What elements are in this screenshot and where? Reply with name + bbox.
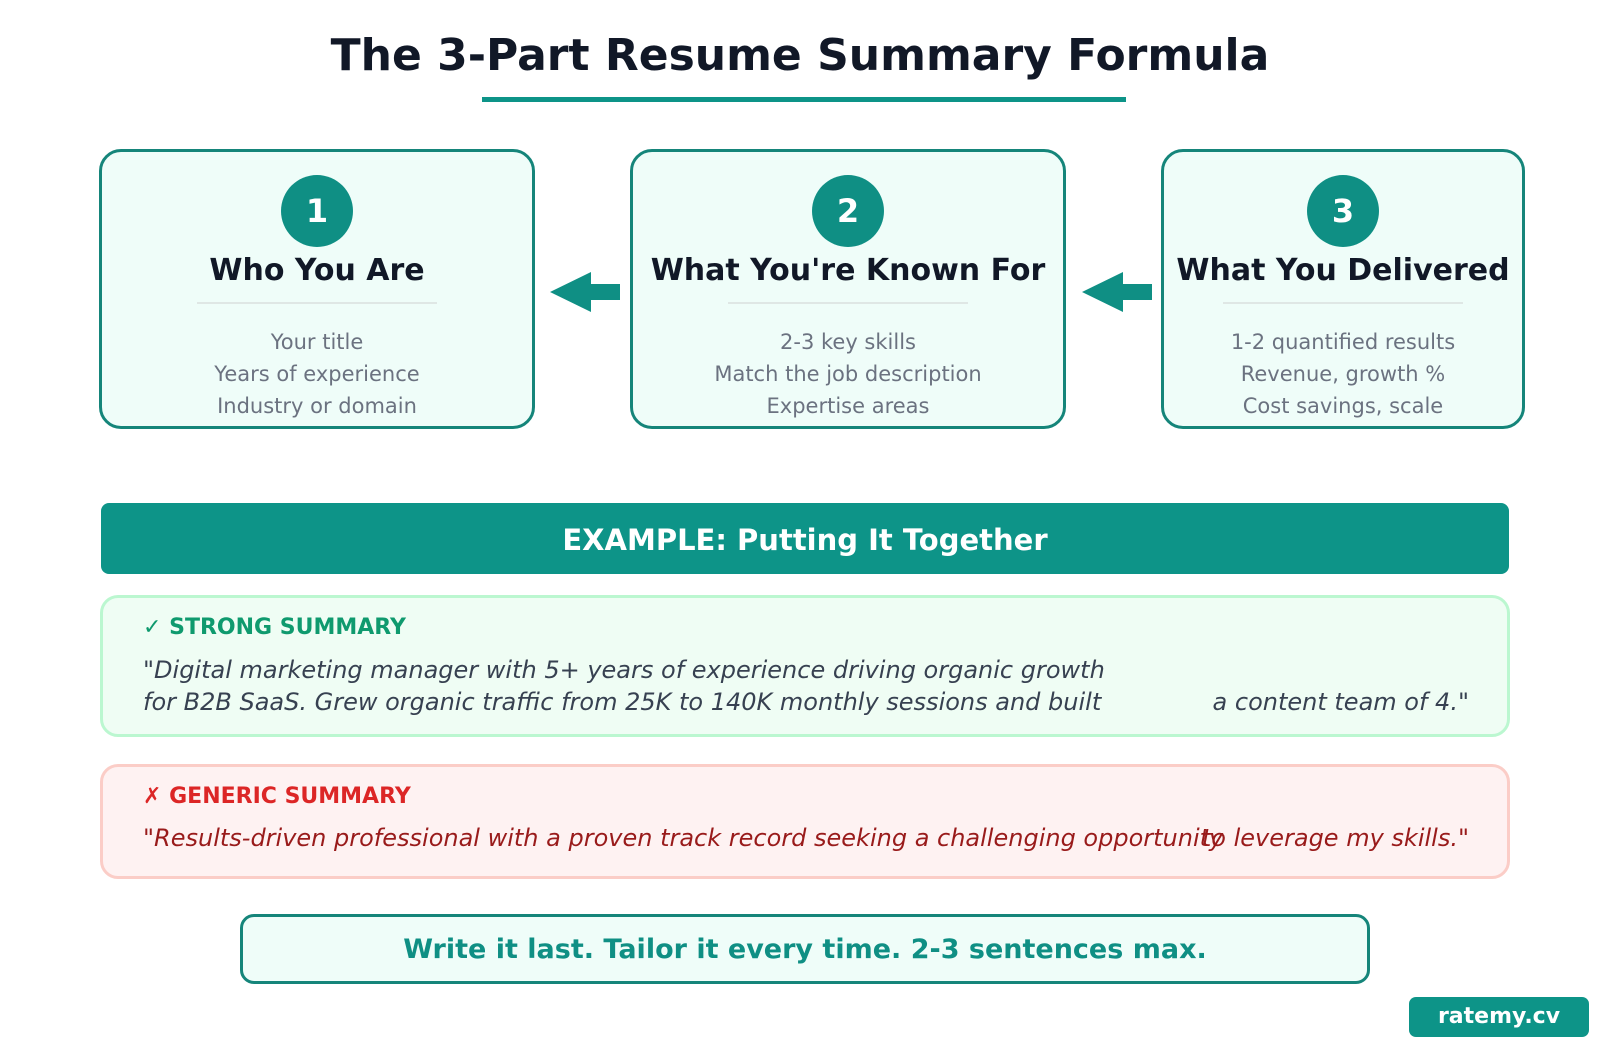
- strong-summary-title: STRONG SUMMARY: [169, 615, 406, 640]
- example-heading: EXAMPLE: Putting It Together: [101, 503, 1509, 574]
- step-number-badge: 3: [1307, 175, 1379, 247]
- step-divider: [197, 302, 437, 304]
- step-detail: Revenue, growth %: [1240, 362, 1446, 386]
- generic-summary-box: ✗ GENERIC SUMMARY "Results-driven profes…: [100, 764, 1510, 879]
- strong-summary-text: for B2B SaaS. Grew organic traffic from …: [143, 688, 1102, 716]
- check-icon: ✓: [143, 615, 162, 640]
- step-details: Your title Years of experience Industry …: [102, 326, 532, 422]
- strong-summary-label: ✓ STRONG SUMMARY: [143, 615, 406, 640]
- arrow-left-icon: [550, 272, 620, 312]
- step-divider: [728, 302, 968, 304]
- step-detail: Expertise areas: [766, 394, 930, 418]
- generic-summary-title: GENERIC SUMMARY: [169, 784, 411, 809]
- step-detail: Years of experience: [214, 362, 420, 386]
- cross-icon: ✗: [143, 784, 162, 809]
- step-title: What You're Known For: [650, 253, 1046, 288]
- tip-banner: Write it last. Tailor it every time. 2-3…: [240, 914, 1370, 984]
- page-title: The 3-Part Resume Summary Formula: [330, 30, 1270, 81]
- strong-summary-box: ✓ STRONG SUMMARY "Digital marketing mana…: [100, 595, 1510, 737]
- arrow-left-icon: [1082, 272, 1152, 312]
- step-detail: 2-3 key skills: [780, 330, 916, 354]
- step-card-what-you-delivered: 3 What You Delivered 1-2 quantified resu…: [1161, 149, 1525, 429]
- step-title: Who You Are: [209, 253, 425, 288]
- step-card-what-youre-known-for: 2 What You're Known For 2-3 key skills M…: [630, 149, 1066, 429]
- step-number-badge: 2: [812, 175, 884, 247]
- strong-summary-text: a content team of 4.": [1212, 688, 1469, 716]
- step-divider: [1223, 302, 1463, 304]
- step-detail: Match the job description: [714, 362, 982, 386]
- brand-badge: ratemy.cv: [1409, 997, 1589, 1037]
- step-details: 2-3 key skills Match the job description…: [633, 326, 1063, 422]
- title-underline: [482, 97, 1126, 102]
- step-detail: Your title: [270, 330, 364, 354]
- step-number-badge: 1: [281, 175, 353, 247]
- step-detail: Industry or domain: [217, 394, 417, 418]
- step-detail: 1-2 quantified results: [1230, 330, 1456, 354]
- step-details: 1-2 quantified results Revenue, growth %…: [1164, 326, 1522, 422]
- step-title: What You Delivered: [1176, 253, 1510, 288]
- step-card-who-you-are: 1 Who You Are Your title Years of experi…: [99, 149, 535, 429]
- generic-summary-text: "Results-driven professional with a prov…: [143, 824, 1224, 852]
- strong-summary-text: "Digital marketing manager with 5+ years…: [143, 656, 1105, 684]
- generic-summary-text: to leverage my skills.": [1201, 824, 1469, 852]
- step-detail: Cost savings, scale: [1242, 394, 1444, 418]
- generic-summary-label: ✗ GENERIC SUMMARY: [143, 784, 411, 809]
